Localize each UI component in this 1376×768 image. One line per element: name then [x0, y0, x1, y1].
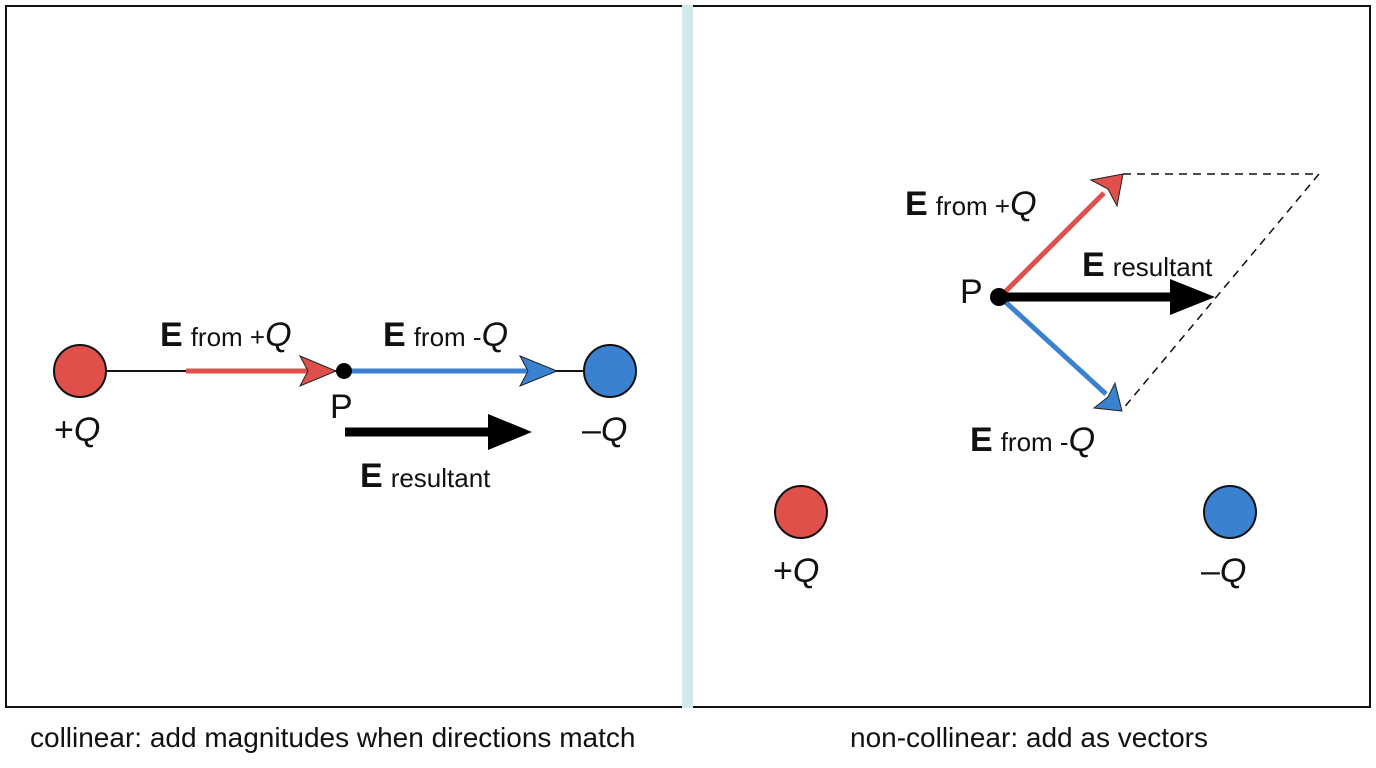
right-caption: non-collinear: add as vectors: [850, 722, 1208, 753]
right-e-result-arrowhead: [1170, 279, 1215, 315]
right-point-label: P: [960, 273, 983, 311]
left-point-label: P: [330, 388, 353, 426]
left-point-p: [336, 363, 352, 379]
right-positive-charge-label: +Q: [773, 552, 819, 590]
left-positive-charge: [53, 344, 107, 398]
left-e-result-arrowhead: [488, 414, 532, 450]
panel-divider: [682, 5, 693, 708]
right-e-plus-arrowhead: [1089, 173, 1124, 208]
right-e-minus-arrowhead: [1092, 381, 1123, 412]
left-e-plus-arrowhead: [298, 355, 338, 387]
right-negative-charge-label: –Q: [1201, 552, 1246, 590]
left-positive-charge-label: +Q: [54, 411, 100, 449]
right-negative-charge: [1203, 485, 1257, 539]
right-point-p: [990, 288, 1008, 306]
right-dashed-right: [1121, 173, 1320, 411]
left-negative-charge: [583, 344, 637, 398]
right-e-plus-arrow: [998, 191, 1106, 299]
right-positive-charge: [774, 485, 828, 539]
left-e-minus-arrowhead: [518, 355, 559, 387]
right-e-minus-arrow: [998, 295, 1108, 396]
left-caption: collinear: add magnitudes when direction…: [30, 722, 636, 753]
left-negative-charge-label: –Q: [582, 411, 627, 449]
